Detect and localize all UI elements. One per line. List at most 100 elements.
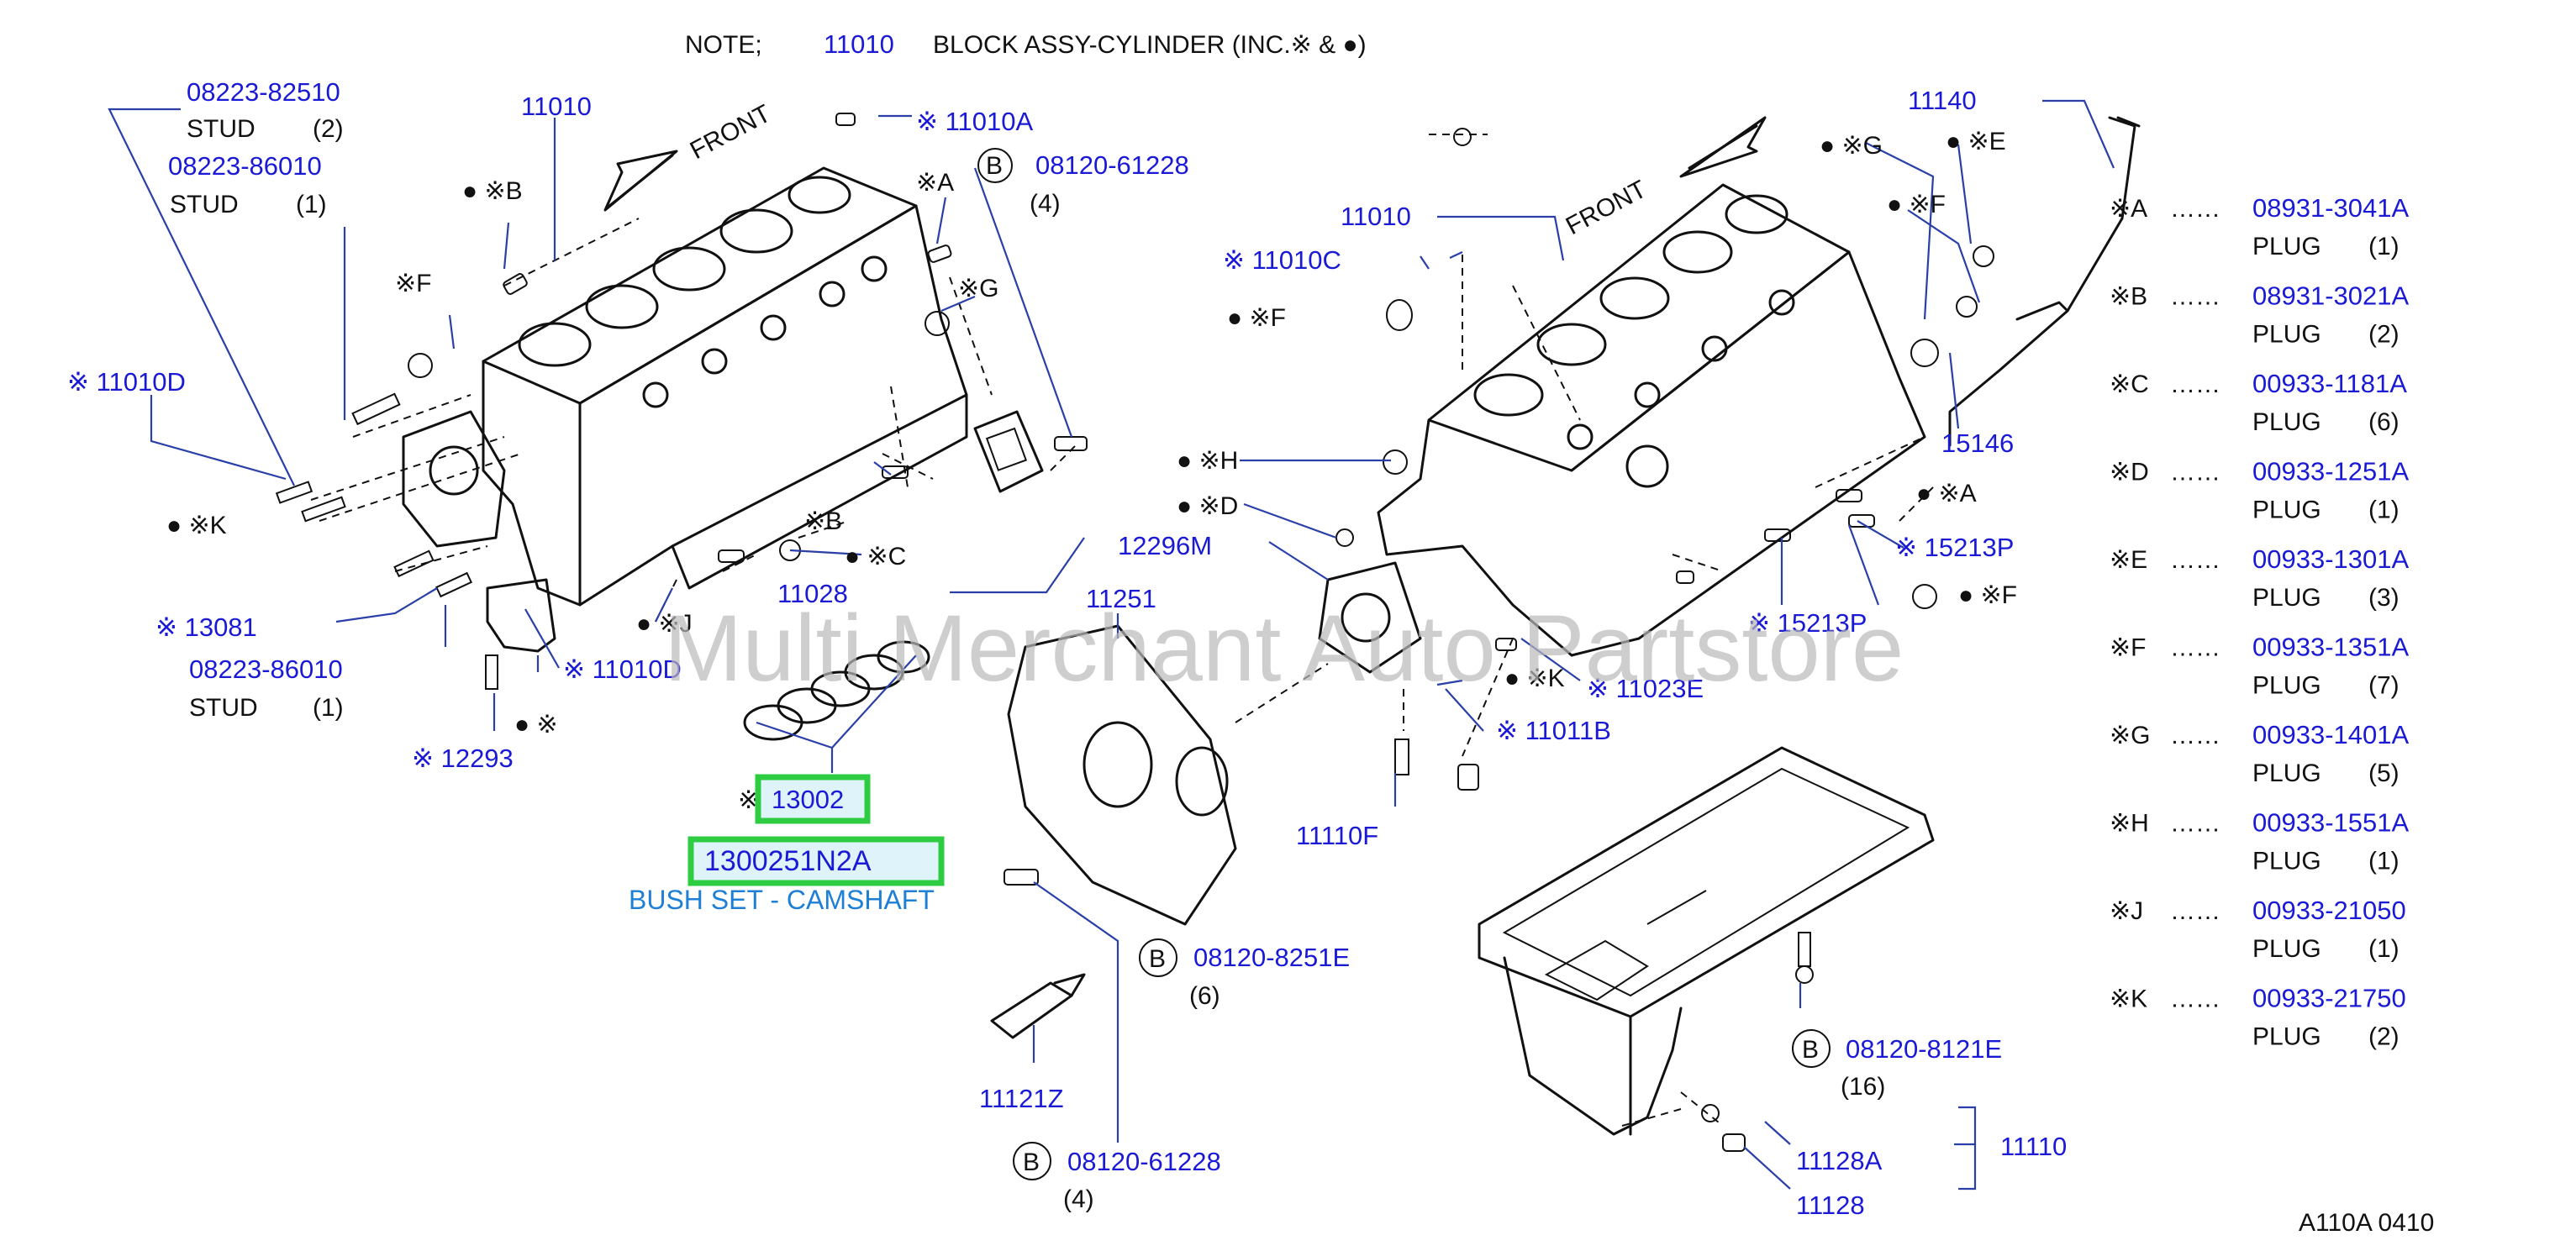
legend-key: ※B	[2110, 283, 2147, 311]
callout-b-mid[interactable]: ※B	[804, 507, 842, 535]
callout-11140[interactable]: 11140	[1908, 86, 1977, 115]
legend-key: ※J	[2110, 897, 2143, 925]
callout-13081[interactable]: ※ 13081	[155, 612, 257, 642]
left-cylinder-block-drawing	[275, 113, 1088, 741]
plug-legend: ※A …… 08931-3041A PLUG (1) ※B …… 08931-3021A PLU…	[2110, 193, 2409, 1051]
legend-dots: ……	[2170, 986, 2220, 1013]
callout-11010-left[interactable]: 11010	[521, 92, 592, 121]
legend-dots: ……	[2170, 634, 2220, 662]
svg-text:B: B	[1149, 945, 1166, 973]
front-label-right: FRONT	[1562, 176, 1651, 241]
note-part-number[interactable]: 11010	[824, 29, 894, 59]
callout-11010C[interactable]: ※ 11010C	[1223, 245, 1341, 275]
legend-qty: (2)	[2368, 321, 2400, 349]
callout-b-left[interactable]: ● ※B	[462, 177, 523, 205]
legend-dots: ……	[2170, 371, 2220, 398]
callout-11010A[interactable]: ※ 11010A	[916, 107, 1033, 136]
legend-part-number[interactable]: 00933-21050	[2252, 896, 2406, 925]
callout-c-mid[interactable]: ● ※C	[845, 543, 906, 570]
callout-11010D-a[interactable]: ※ 11010D	[67, 367, 186, 397]
legend-key: ※A	[2110, 195, 2147, 223]
legend-part-number[interactable]: 00933-1351A	[2252, 633, 2409, 662]
legend-part-number[interactable]: 08931-3041A	[2252, 193, 2409, 223]
legend-qty: (1)	[2368, 233, 2400, 260]
legend-part-name: PLUG	[2252, 672, 2321, 700]
callout-08120-61228-a[interactable]: 08120-61228	[1035, 150, 1189, 180]
leader-lines	[108, 99, 2115, 1191]
legend-part-number[interactable]: 00933-1401A	[2252, 720, 2409, 749]
callout-qty-2a: (2)	[313, 115, 344, 143]
callout-12293[interactable]: ※ 12293	[412, 744, 514, 773]
callout-f-right-c[interactable]: ● ※F	[1958, 581, 2017, 609]
legend-part-number[interactable]: 00933-21750	[2252, 984, 2406, 1013]
callout-f-left[interactable]: ※F	[395, 270, 431, 297]
callout-08223-86010-b[interactable]: 08223-86010	[189, 654, 343, 684]
callout-12296M[interactable]: 12296M	[1118, 531, 1212, 560]
callout-08223-82510[interactable]: 08223-82510	[187, 77, 340, 107]
watermark: Multi Merchant Auto Partstore	[664, 596, 1904, 701]
highlighted-part-description: BUSH SET - CAMSHAFT	[629, 885, 935, 915]
legend-part-name: PLUG	[2252, 935, 2321, 963]
legend-part-name: PLUG	[2252, 233, 2321, 260]
callout-15146[interactable]: 15146	[1941, 428, 2014, 458]
callout-stud-a: STUD	[187, 115, 255, 143]
callout-j-mid[interactable]: ● ※J	[636, 610, 693, 638]
highlight-box-13002	[755, 774, 871, 824]
callout-qty-1b: (1)	[313, 694, 344, 722]
highlighted-part-number[interactable]: 1300251N2A	[704, 845, 872, 877]
callout-11010-right[interactable]: 11010	[1341, 202, 1411, 231]
callout-g-right[interactable]: ● ※G	[1820, 132, 1883, 160]
legend-part-number[interactable]: 00933-1181A	[2252, 369, 2407, 398]
callout-f-right-b[interactable]: ● ※F	[1887, 191, 1946, 218]
legend-part-number[interactable]: 00933-1251A	[2252, 457, 2409, 486]
oil-pan-drawing	[1478, 746, 1935, 1152]
legend-qty: (5)	[2368, 760, 2400, 787]
callout-stud-b: STUD	[170, 191, 239, 218]
callout-11110[interactable]: 11110	[2000, 1132, 2067, 1161]
legend-key: ※E	[2110, 546, 2147, 574]
callout-11128[interactable]: 11128	[1796, 1191, 1865, 1220]
legend-qty: (6)	[2368, 408, 2400, 436]
legend-dots: ……	[2170, 195, 2220, 223]
callout-08120-61228-b[interactable]: 08120-61228	[1067, 1147, 1221, 1176]
svg-text:B: B	[1023, 1149, 1040, 1176]
bolt-symbol-b	[977, 148, 1013, 183]
legend-key: ※H	[2110, 810, 2149, 838]
legend-qty: (3)	[2368, 584, 2400, 612]
callout-d-right[interactable]: ● ※D	[1177, 492, 1238, 520]
legend-key: ※G	[2110, 722, 2150, 749]
callout-f-right-a[interactable]: ● ※F	[1227, 304, 1286, 332]
svg-text:B: B	[1802, 1036, 1819, 1064]
callout-k-right[interactable]: ● ※K	[1504, 665, 1565, 692]
callout-08223-86010-a[interactable]: 08223-86010	[168, 151, 322, 181]
callout-11251[interactable]: 11251	[1086, 584, 1156, 613]
callout-e-right[interactable]: ● ※E	[1946, 128, 2006, 155]
legend-qty: (1)	[2368, 848, 2400, 875]
callout-15213P-a[interactable]: ※ 15213P	[1895, 533, 2014, 562]
callout-11121Z[interactable]: 11121Z	[979, 1084, 1064, 1113]
callout-h-right[interactable]: ● ※H	[1177, 447, 1238, 475]
legend-dots: ……	[2170, 722, 2220, 749]
bolt-symbol-b4	[1792, 1029, 1831, 1068]
legend-part-number[interactable]: 00933-1301A	[2252, 544, 2409, 574]
callout-08120-8121E[interactable]: 08120-8121E	[1846, 1034, 2002, 1064]
callout-11028[interactable]: 11028	[777, 579, 848, 608]
callout-15213P-b[interactable]: ※ 15213P	[1748, 608, 1867, 638]
legend-part-number[interactable]: 00933-1551A	[2252, 808, 2409, 838]
callout-13002[interactable]: 13002	[772, 785, 844, 814]
callout-a-right[interactable]: ● ※A	[1916, 480, 1977, 507]
callout-11128A[interactable]: 11128A	[1796, 1146, 1883, 1175]
callout-11010D-b[interactable]: ※ 11010D	[563, 654, 682, 684]
callout-08120-8251E[interactable]: 08120-8251E	[1193, 943, 1350, 972]
callout-g-left[interactable]: ※G	[958, 275, 998, 302]
callout-11110F[interactable]: 11110F	[1296, 821, 1378, 850]
callout-11011B[interactable]: ※ 11011B	[1496, 716, 1611, 745]
callout-11023E[interactable]: ※ 11023E	[1587, 674, 1704, 703]
callout-k-left[interactable]: ● ※K	[166, 512, 227, 539]
legend-part-number[interactable]: 08931-3021A	[2252, 281, 2409, 311]
diagram-code: A110A 0410	[2299, 1209, 2434, 1237]
legend-part-name: PLUG	[2252, 497, 2321, 524]
callout-a-left[interactable]: ※A	[916, 169, 954, 197]
note-text: BLOCK ASSY-CYLINDER (INC.※ & ●)	[933, 31, 1367, 59]
